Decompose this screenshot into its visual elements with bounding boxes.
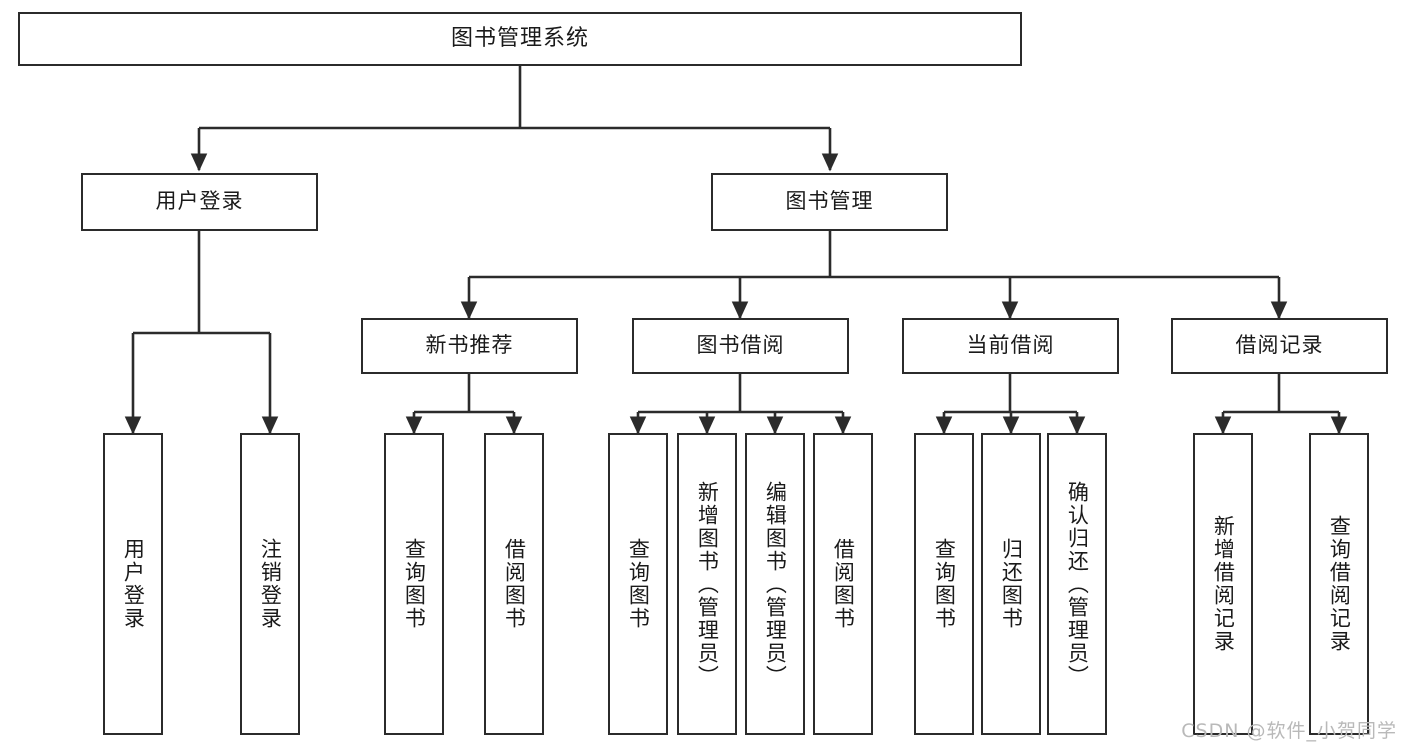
node-label: 归还图书	[999, 538, 1024, 630]
node-label: 图书管理	[785, 189, 874, 214]
node-label: 查询图书	[402, 538, 427, 630]
node-label: 图书借阅	[696, 333, 785, 358]
node-label: 查询图书	[932, 538, 957, 630]
node-leaf-borrow-book-1[interactable]: 借阅图书	[484, 433, 544, 735]
node-label: 编辑图书（管理员）	[763, 480, 788, 688]
node-label: 查询图书	[626, 538, 651, 630]
node-book-manage[interactable]: 图书管理	[711, 173, 948, 231]
node-leaf-return-book[interactable]: 归还图书	[981, 433, 1041, 735]
node-book-borrow[interactable]: 图书借阅	[632, 318, 849, 374]
node-label: 新书推荐	[425, 333, 514, 358]
node-label: 新增借阅记录	[1211, 515, 1236, 653]
node-leaf-query-book-1[interactable]: 查询图书	[384, 433, 444, 735]
node-label: 新增图书（管理员）	[695, 480, 720, 688]
node-new-book-recommend[interactable]: 新书推荐	[361, 318, 578, 374]
node-label: 借阅图书	[502, 538, 527, 630]
node-label: 当前借阅	[966, 333, 1055, 358]
node-label: 查询借阅记录	[1327, 515, 1352, 653]
node-leaf-user-login[interactable]: 用户登录	[103, 433, 163, 735]
node-label: 确认归还（管理员）	[1065, 480, 1090, 688]
node-leaf-logout[interactable]: 注销登录	[240, 433, 300, 735]
watermark: CSDN @软件_小贺同学	[1181, 720, 1397, 742]
node-current-borrow[interactable]: 当前借阅	[902, 318, 1119, 374]
node-leaf-borrow-book-2[interactable]: 借阅图书	[813, 433, 873, 735]
node-user-login[interactable]: 用户登录	[81, 173, 318, 231]
node-label: 用户登录	[155, 189, 244, 214]
node-leaf-query-record[interactable]: 查询借阅记录	[1309, 433, 1369, 735]
node-label: 借阅记录	[1235, 333, 1324, 358]
node-leaf-edit-book[interactable]: 编辑图书（管理员）	[745, 433, 805, 735]
node-leaf-add-record[interactable]: 新增借阅记录	[1193, 433, 1253, 735]
node-leaf-query-book-3[interactable]: 查询图书	[914, 433, 974, 735]
node-root-book-management-system[interactable]: 图书管理系统	[18, 12, 1022, 66]
node-leaf-query-book-2[interactable]: 查询图书	[608, 433, 668, 735]
node-label: 借阅图书	[831, 538, 856, 630]
node-borrow-record[interactable]: 借阅记录	[1171, 318, 1388, 374]
node-label: 图书管理系统	[450, 25, 589, 51]
node-label: 注销登录	[258, 538, 283, 630]
node-leaf-add-book[interactable]: 新增图书（管理员）	[677, 433, 737, 735]
node-leaf-confirm-return[interactable]: 确认归还（管理员）	[1047, 433, 1107, 735]
node-label: 用户登录	[121, 538, 146, 630]
